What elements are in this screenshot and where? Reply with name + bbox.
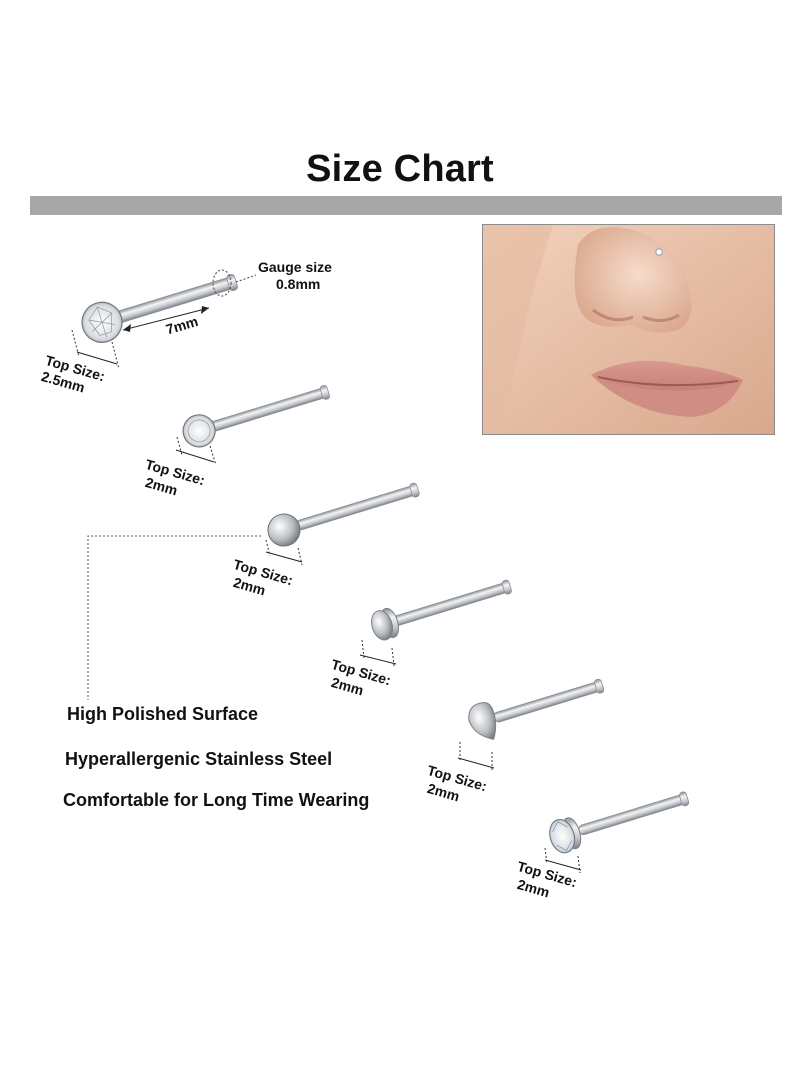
gauge-size-label: Gauge size [258, 259, 332, 275]
model-photo [482, 224, 775, 435]
feature-text-comfort: Comfortable for Long Time Wearing [63, 790, 370, 810]
stud-piece-1 [71, 269, 257, 370]
ball-icon [267, 513, 301, 547]
page-title: Size Chart [306, 148, 494, 190]
stud-piece-4 [359, 579, 512, 667]
stud-piece-6 [544, 791, 690, 874]
stud-piece-5 [457, 678, 605, 770]
gauge-size-value: 0.8mm [276, 276, 321, 292]
stud-piece-2 [175, 385, 330, 466]
crystal-icon [182, 414, 216, 448]
feature-text-polished: High Polished Surface [67, 704, 259, 724]
title-divider-bar [30, 196, 782, 215]
flat-disc-icon [371, 610, 394, 641]
model-face-image [483, 225, 774, 434]
stud-piece-3 [87, 482, 420, 700]
heart-icon [468, 701, 497, 740]
crystal-icon [549, 819, 576, 854]
feature-text-steel: Hyperallergenic Stainless Steel [65, 749, 333, 769]
callout-line [87, 535, 261, 700]
